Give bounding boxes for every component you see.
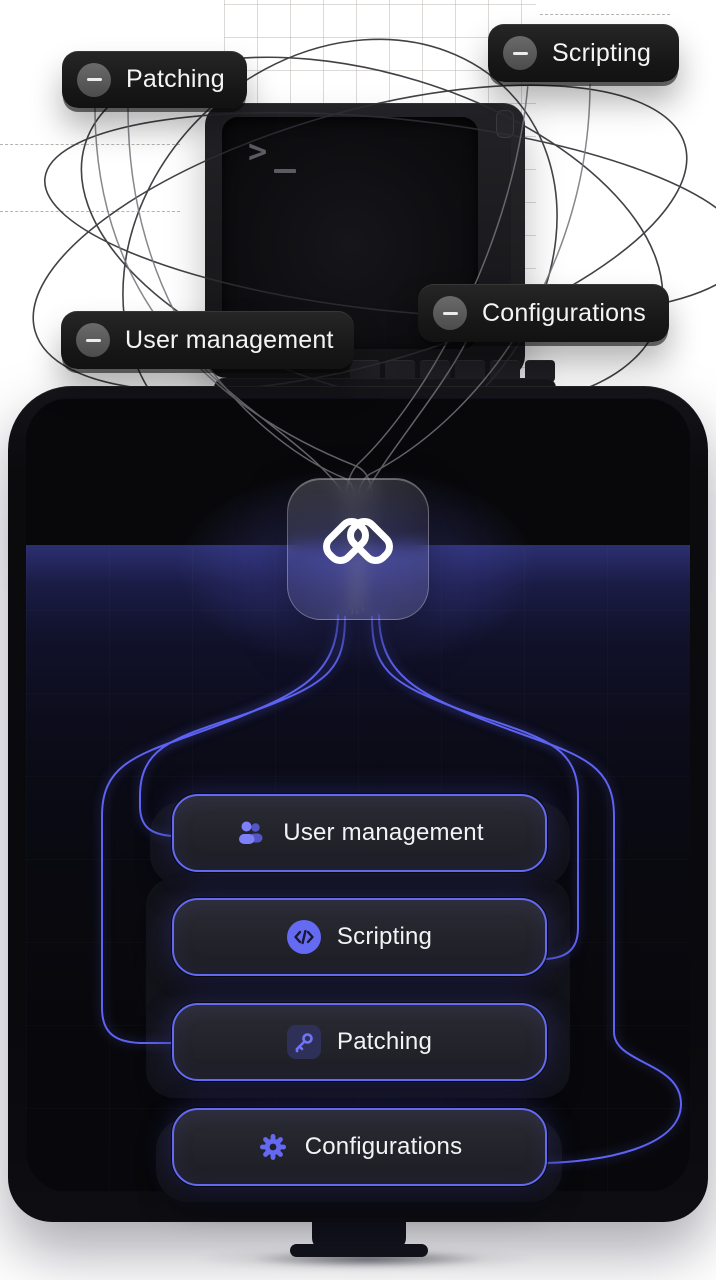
- feature-button-user-management[interactable]: User management: [172, 794, 547, 872]
- label-pill-patching[interactable]: Patching: [62, 51, 247, 108]
- interlocked-loops-logo-icon: [323, 518, 393, 564]
- button-label: Patching: [337, 1028, 432, 1055]
- product-logo-tile: [287, 478, 429, 620]
- dashed-guide-line: [540, 14, 670, 15]
- code-icon: [286, 920, 321, 954]
- minus-icon: [77, 62, 111, 97]
- minus-icon: [503, 36, 537, 70]
- feature-button-scripting[interactable]: Scripting: [172, 898, 547, 976]
- feature-button-patching[interactable]: Patching: [172, 1003, 547, 1081]
- minus-icon: [76, 323, 110, 357]
- monitor-shadow: [210, 1248, 526, 1270]
- monitor-stand-foot: [290, 1244, 428, 1257]
- pill-label: Patching: [126, 65, 225, 93]
- button-label: Scripting: [336, 923, 433, 950]
- minus-icon: [433, 296, 467, 330]
- pill-label: User management: [125, 325, 334, 354]
- gear-icon: [257, 1131, 289, 1163]
- label-pill-scripting[interactable]: Scripting: [488, 24, 679, 82]
- dashed-guide-line: [0, 144, 180, 145]
- feature-button-configurations[interactable]: Configurations: [172, 1108, 547, 1186]
- label-pill-user-management[interactable]: User management: [61, 311, 354, 369]
- label-pill-configurations[interactable]: Configurations: [418, 284, 669, 342]
- button-label: User management: [283, 819, 484, 846]
- button-label: Configurations: [304, 1133, 463, 1160]
- users-icon: [235, 817, 267, 849]
- pill-label: Configurations: [482, 298, 647, 327]
- pill-label: Scripting: [552, 38, 652, 67]
- key-icon: [287, 1025, 321, 1059]
